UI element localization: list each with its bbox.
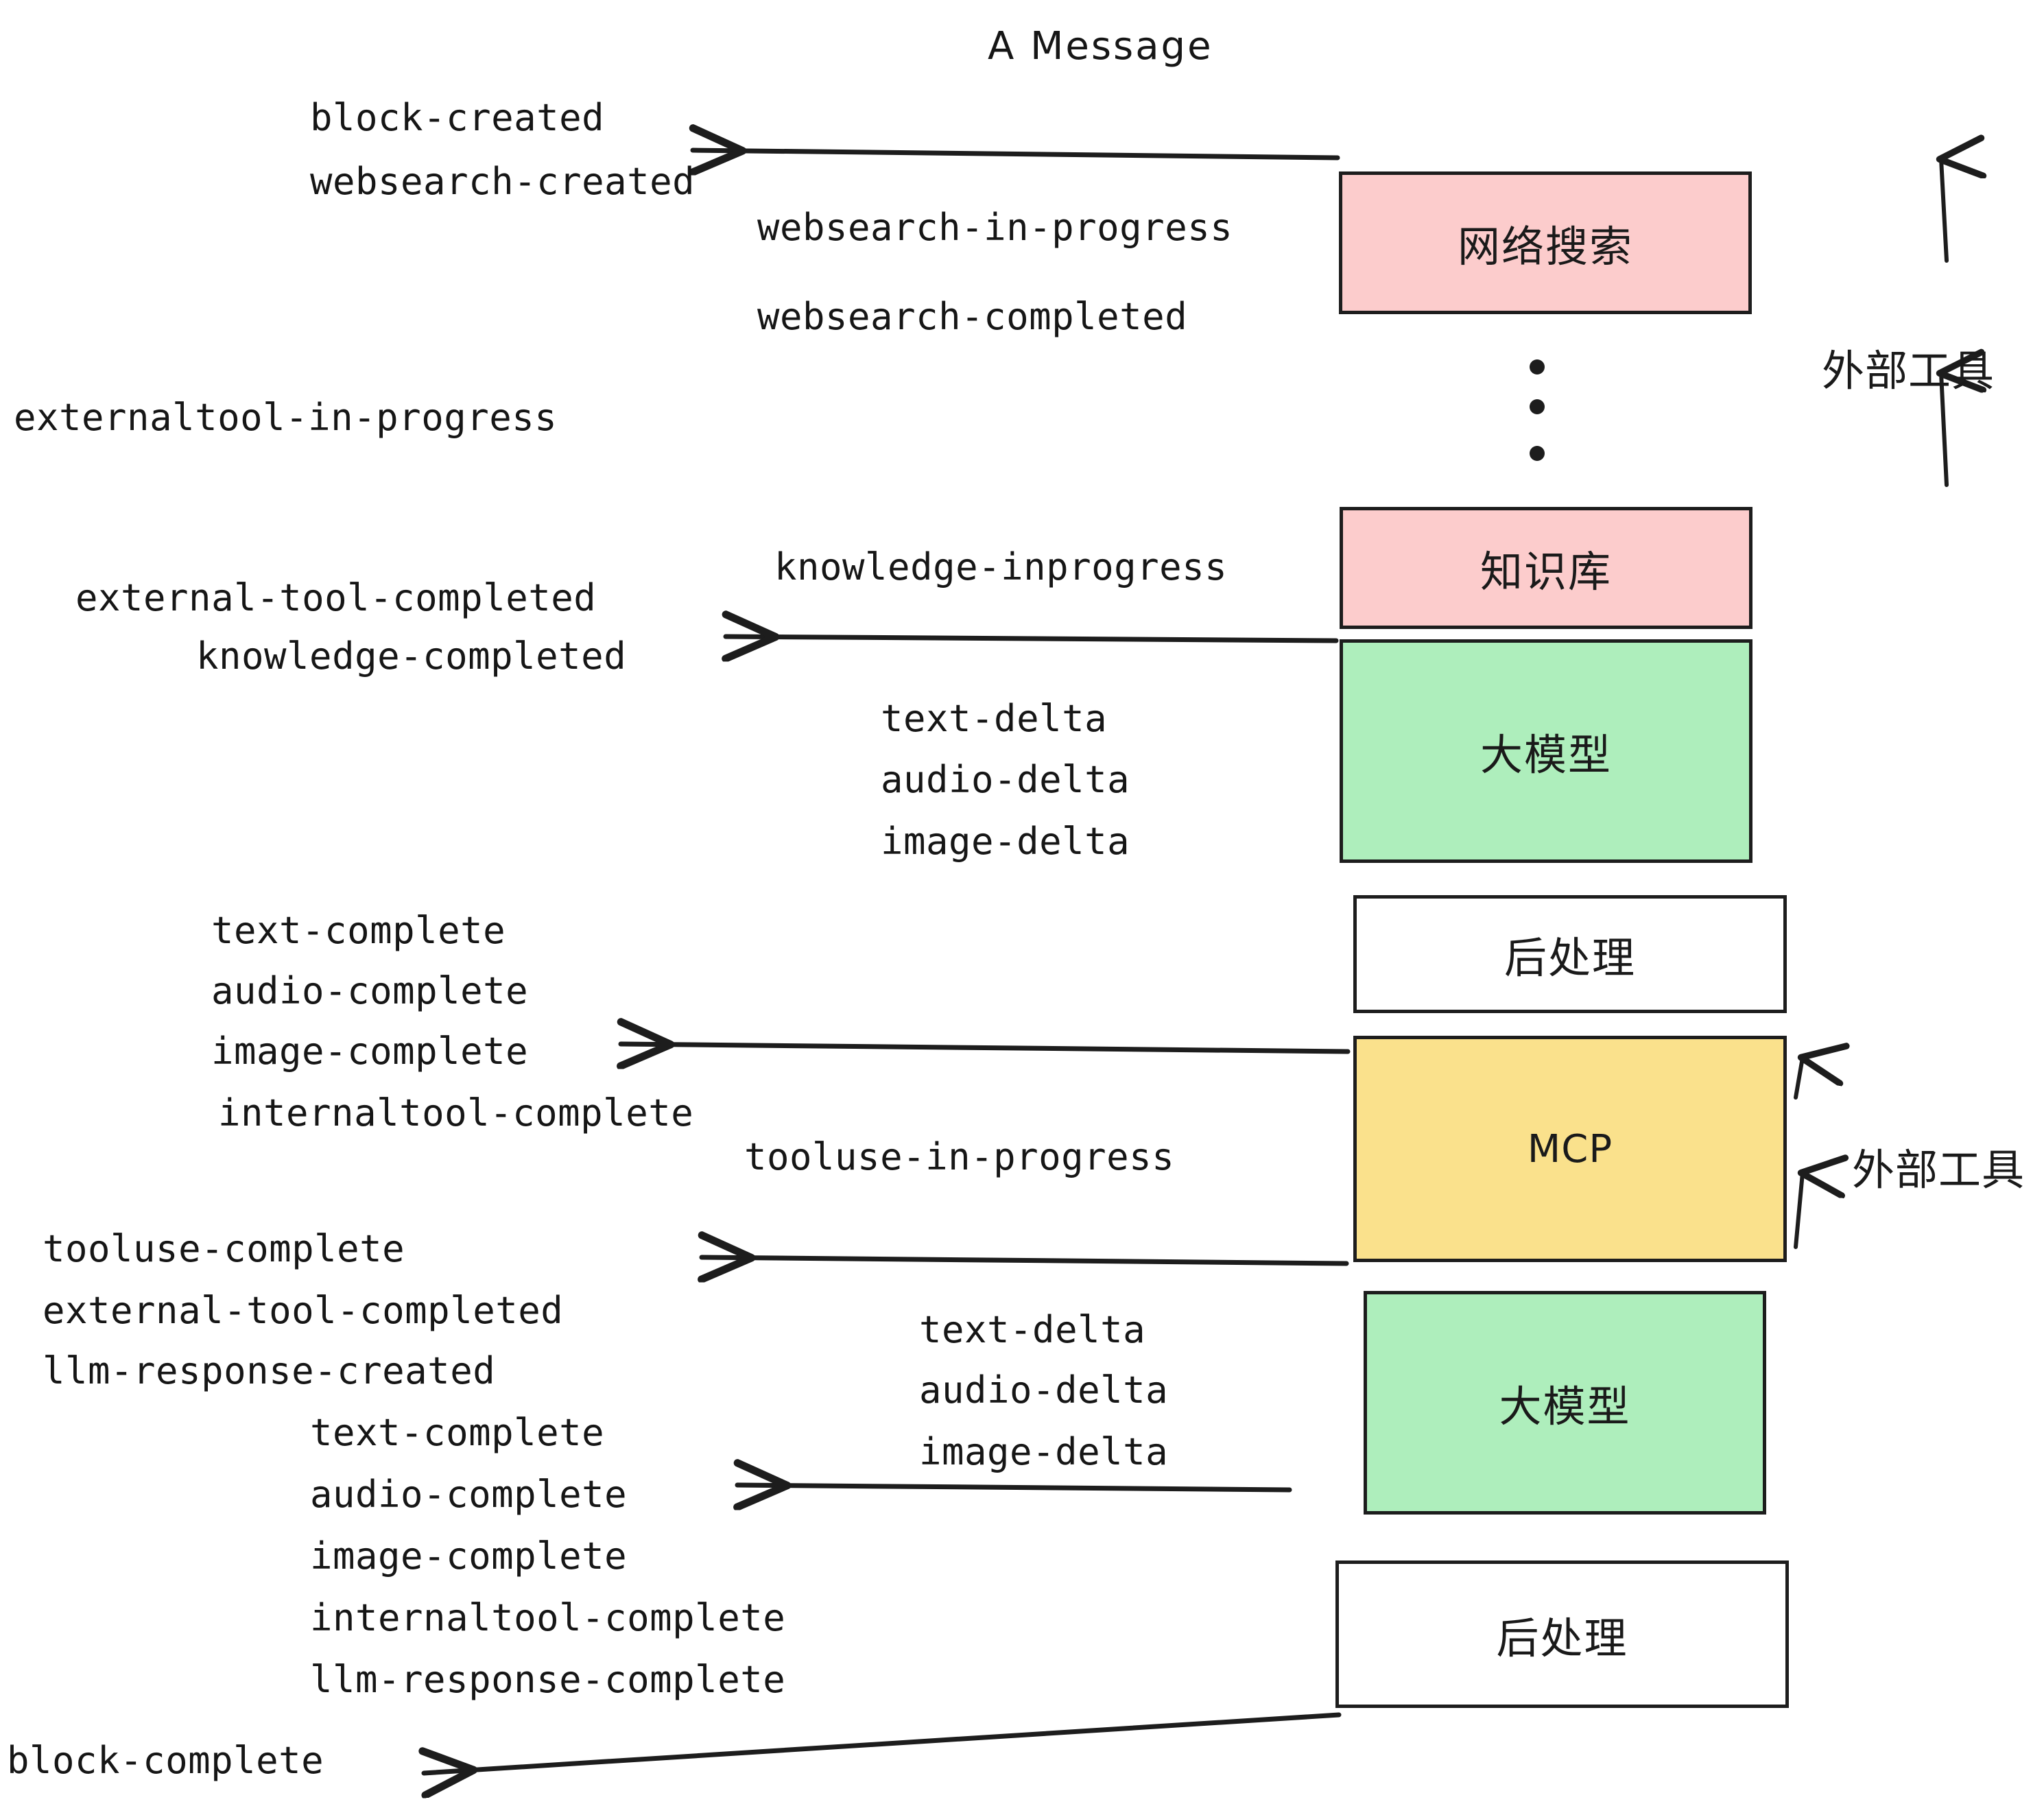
side-label-external-tools-top: 外部工具 xyxy=(1822,346,1995,396)
event-label-internaltool-complete-1: internaltool-complete xyxy=(218,1091,694,1135)
event-label-websearch-created: websearch-created xyxy=(310,160,696,203)
event-label-image-complete-1: image-complete xyxy=(211,1030,529,1073)
event-label-knowledge-completed: knowledge-completed xyxy=(196,634,627,678)
box-label-knowledge: 知识库 xyxy=(1479,547,1612,597)
event-label-block-created: block-created xyxy=(310,96,605,139)
arrow-external-tools-bottom-down xyxy=(1794,1173,1803,1249)
event-label-audio-delta-2: audio-delta xyxy=(919,1368,1169,1412)
event-label-tooluse-in-progress: tooluse-in-progress xyxy=(744,1135,1175,1178)
event-label-image-delta-1: image-delta xyxy=(881,820,1130,863)
box-postprocess-top: 后处理 xyxy=(1353,895,1787,1013)
ellipsis-dot-1 xyxy=(1530,359,1545,375)
event-label-llm-response-complete: llm-response-complete xyxy=(310,1658,786,1701)
box-label-mcp: MCP xyxy=(1527,1126,1613,1172)
box-postprocess-bottom: 后处理 xyxy=(1335,1560,1789,1708)
box-label-postprocess-top: 后处理 xyxy=(1504,933,1636,983)
event-label-external-tool-completed-2: external-tool-completed xyxy=(43,1289,564,1332)
event-label-external-tool-completed-1: external-tool-completed xyxy=(75,576,597,619)
event-label-text-complete-2: text-complete xyxy=(310,1411,605,1454)
arrow-external-tools-bottom-up xyxy=(1794,1058,1803,1100)
box-mcp: MCP xyxy=(1353,1036,1787,1262)
page-title: A Message xyxy=(988,24,1213,69)
box-llm-top: 大模型 xyxy=(1340,639,1752,863)
event-label-tooluse-complete: tooluse-complete xyxy=(43,1227,405,1270)
event-label-llm-response-created: llm-response-created xyxy=(43,1349,496,1392)
event-label-text-delta-1: text-delta xyxy=(881,697,1108,740)
box-llm-bottom: 大模型 xyxy=(1364,1291,1766,1515)
event-label-image-delta-2: image-delta xyxy=(919,1430,1169,1473)
event-label-audio-complete-1: audio-complete xyxy=(211,969,529,1012)
event-label-externaltool-in-progress: externaltool-in-progress xyxy=(14,396,558,439)
arrow-knowledge-to-completed xyxy=(726,637,1339,641)
side-label-external-tools-bottom: 外部工具 xyxy=(1852,1145,2025,1195)
event-label-internaltool-complete-2: internaltool-complete xyxy=(310,1596,786,1639)
event-label-websearch-in-progress: websearch-in-progress xyxy=(757,206,1233,249)
event-label-text-complete-1: text-complete xyxy=(211,909,506,952)
box-knowledge: 知识库 xyxy=(1340,507,1752,629)
event-label-image-complete-2: image-complete xyxy=(310,1534,628,1578)
box-label-llm-bottom: 大模型 xyxy=(1499,1381,1631,1432)
ellipsis-dot-3 xyxy=(1530,446,1545,461)
arrow-websearch-to-block-created xyxy=(693,150,1340,158)
box-label-postprocess-bottom: 后处理 xyxy=(1496,1613,1628,1663)
arrow-external-tools-top-up xyxy=(1941,159,1947,263)
event-label-audio-delta-1: audio-delta xyxy=(881,758,1130,801)
event-label-audio-complete-2: audio-complete xyxy=(310,1473,628,1516)
box-websearch: 网络搜索 xyxy=(1339,171,1752,314)
event-label-block-complete: block-complete xyxy=(7,1739,324,1782)
ellipsis-dot-2 xyxy=(1530,399,1545,414)
arrow-postprocess-to-block-complete xyxy=(424,1712,1342,1773)
box-label-llm-top: 大模型 xyxy=(1479,730,1612,780)
arrow-llm-to-audio-complete xyxy=(737,1485,1292,1490)
event-label-websearch-completed: websearch-completed xyxy=(757,295,1188,338)
event-label-knowledge-inprogress: knowledge-inprogress xyxy=(774,545,1228,589)
arrow-mcp-to-tooluse-complete xyxy=(702,1257,1349,1263)
box-label-websearch: 网络搜索 xyxy=(1457,222,1633,272)
event-label-text-delta-2: text-delta xyxy=(919,1308,1146,1351)
arrow-postprocess-to-image-complete xyxy=(621,1044,1351,1052)
